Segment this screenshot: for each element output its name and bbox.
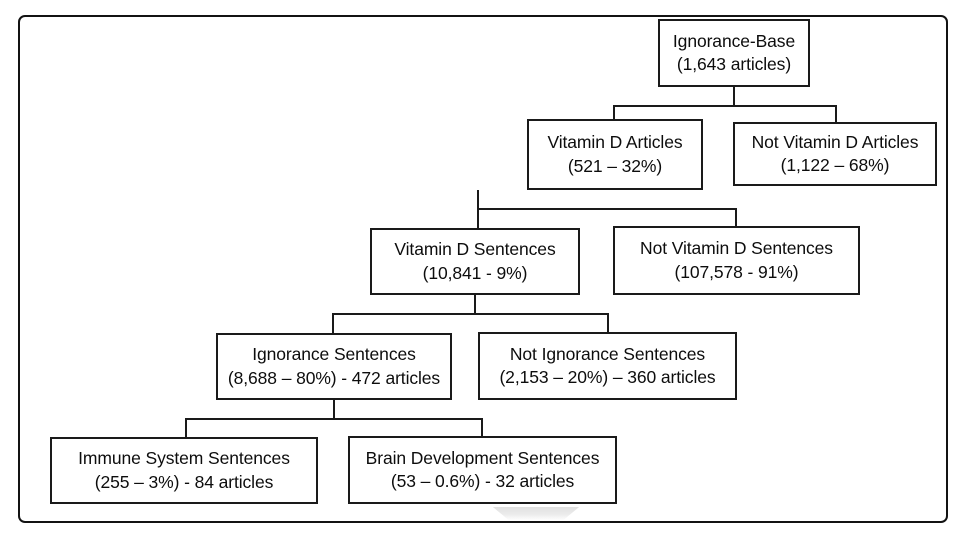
connector-root-stem: [733, 87, 735, 105]
node-vitamin-d-articles-line1: Vitamin D Articles: [547, 132, 683, 153]
node-not-vitamin-d-sentences-line1: Not Vitamin D Sentences: [640, 238, 833, 259]
connector-to-ignorance-sentences: [332, 313, 334, 334]
connector-level2-bar: [613, 105, 837, 107]
node-not-vitamin-d-articles[interactable]: Not Vitamin D Articles (1,122 – 68%): [733, 122, 937, 186]
connector-to-brain-development-sentences: [481, 418, 483, 437]
node-ignorance-base[interactable]: Ignorance-Base (1,643 articles): [658, 19, 810, 87]
node-not-ignorance-sentences-line1: Not Ignorance Sentences: [509, 343, 706, 364]
node-immune-system-sentences-line2: (255 – 3%) - 84 articles: [94, 471, 274, 492]
node-not-vitamin-d-articles-line2: (1,122 – 68%): [780, 155, 890, 175]
node-ignorance-sentences-line2: (8,688 – 80%) - 472 articles: [227, 367, 441, 388]
connector-to-not-ignorance-sentences: [607, 313, 609, 333]
node-not-vitamin-d-sentences-line2: (107,578 - 91%): [674, 261, 799, 282]
node-not-vitamin-d-sentences[interactable]: Not Vitamin D Sentences (107,578 - 91%): [613, 226, 860, 295]
connector-level5-bar: [185, 418, 483, 420]
connector-to-not-vitamin-d-sentences: [735, 208, 737, 227]
node-vitamin-d-articles[interactable]: Vitamin D Articles (521 – 32%): [527, 119, 703, 190]
node-vitamin-d-sentences[interactable]: Vitamin D Sentences (10,841 - 9%): [370, 228, 580, 295]
node-immune-system-sentences[interactable]: Immune System Sentences (255 – 3%) - 84 …: [50, 437, 318, 504]
connector-vitamin-d-articles-stem: [477, 190, 479, 208]
connector-to-not-vitamin-d-articles: [835, 105, 837, 122]
node-brain-development-sentences-line1: Brain Development Sentences: [365, 447, 600, 468]
connector-to-immune-system-sentences: [185, 418, 187, 438]
node-not-vitamin-d-articles-line1: Not Vitamin D Articles: [751, 131, 919, 152]
connector-to-vitamin-d-sentences: [477, 208, 479, 229]
node-brain-development-sentences-line2: (53 – 0.6%) - 32 articles: [390, 471, 575, 491]
node-vitamin-d-sentences-line2: (10,841 - 9%): [422, 262, 528, 283]
connector-to-vitamin-d-articles: [613, 105, 615, 120]
node-not-ignorance-sentences[interactable]: Not Ignorance Sentences (2,153 – 20%) – …: [478, 332, 737, 400]
node-immune-system-sentences-line1: Immune System Sentences: [78, 448, 290, 469]
node-brain-development-sentences[interactable]: Brain Development Sentences (53 – 0.6%) …: [348, 436, 617, 504]
node-ignorance-sentences[interactable]: Ignorance Sentences (8,688 – 80%) - 472 …: [216, 333, 452, 400]
node-ignorance-base-line2: (1,643 articles): [676, 54, 792, 74]
figure-outer-frame: [18, 15, 948, 523]
connector-level3-bar: [477, 208, 737, 210]
node-not-ignorance-sentences-line2: (2,153 – 20%) – 360 articles: [499, 367, 716, 387]
node-vitamin-d-sentences-line1: Vitamin D Sentences: [394, 239, 556, 260]
connector-ignorance-sentences-stem: [333, 400, 335, 418]
node-vitamin-d-articles-line2: (521 – 32%): [567, 155, 663, 176]
node-ignorance-sentences-line1: Ignorance Sentences: [252, 344, 416, 365]
connector-level4-bar: [332, 313, 609, 315]
node-ignorance-base-line1: Ignorance-Base: [672, 30, 796, 51]
connector-vitamin-d-sentences-stem: [474, 295, 476, 313]
